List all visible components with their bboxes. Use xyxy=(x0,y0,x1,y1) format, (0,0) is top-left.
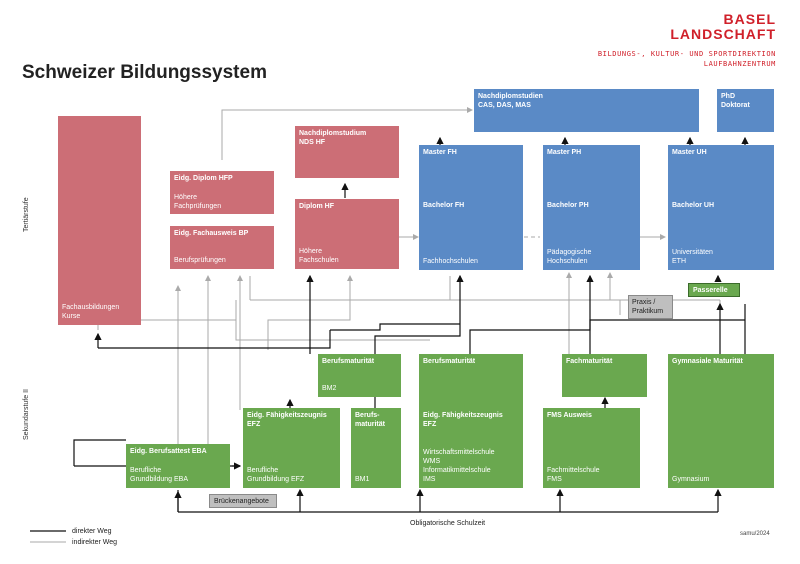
praxis-line2: Praktikum xyxy=(632,308,664,315)
ph-sub2: Hochschulen xyxy=(547,258,588,265)
nachdiplomstudien-title1: Nachdiplomstudien xyxy=(478,93,543,100)
diplom-hfp-box: Eidg. Diplom HFP Höhere Fachprüfungen xyxy=(170,171,274,214)
uh-sub1: Universitäten xyxy=(672,249,713,256)
master-uh: Master UH xyxy=(672,149,707,156)
fachausweis-bp-title: Eidg. Fachausweis BP xyxy=(174,230,249,237)
eba-title: Eidg. Berufsattest EBA xyxy=(130,448,207,455)
gymnasiale-box: Gymnasiale Maturität Gymnasium xyxy=(668,354,774,488)
efz-title2: EFZ xyxy=(247,421,261,428)
efz-wms-title2: EFZ xyxy=(423,421,437,428)
department-line1: BILDUNGS-, KULTUR- UND SPORTDIREKTION xyxy=(597,50,776,58)
ph-sub1: Pädagogische xyxy=(547,249,592,256)
phd-title2: Doktorat xyxy=(721,102,750,109)
efz-wms-sub3: Informatikmittelschule xyxy=(423,467,491,474)
fachausweis-bp-sub: Berufsprüfungen xyxy=(174,257,226,264)
diplom-hf-sub2: Fachschulen xyxy=(299,257,339,264)
legend-direct: direkter Weg xyxy=(72,528,112,535)
logo: BASEL LANDSCHAFT xyxy=(670,12,776,42)
nachdiplomstudien-title2: CAS, DAS, MAS xyxy=(478,102,531,109)
nachdiplomstudien-box: Nachdiplomstudien CAS, DAS, MAS xyxy=(474,89,699,132)
praxis-line1: Praxis / xyxy=(632,299,656,306)
diplom-hfp-title: Eidg. Diplom HFP xyxy=(174,175,233,182)
nds-hf-box: Nachdiplomstudium NDS HF xyxy=(295,126,399,178)
fachausbildungen-line2: Kurse xyxy=(62,313,81,320)
efz-wms-sub4: IMS xyxy=(423,476,436,483)
logo-line1: BASEL xyxy=(723,11,776,27)
efz-wms-sub2: WMS xyxy=(423,458,441,465)
department: BILDUNGS-, KULTUR- UND SPORTDIREKTION LA… xyxy=(598,49,776,69)
efz-sub1: Berufliche xyxy=(247,467,279,474)
eba-sub2: Grundbildung EBA xyxy=(130,476,188,483)
passerelle-label: Passerelle xyxy=(693,287,728,294)
fachausweis-bp-box: Eidg. Fachausweis BP Berufsprüfungen xyxy=(170,226,274,269)
diplom-hf-title: Diplom HF xyxy=(299,203,334,210)
logo-line2: LANDSCHAFT xyxy=(670,26,776,42)
side-label-tertiary: Tertiärstufe xyxy=(23,197,30,232)
bm1-box: Berufs- maturität BM1 xyxy=(351,408,401,488)
fh-box: Master FH Bachelor FH Fachhochschulen xyxy=(419,145,523,270)
bm2-box: Berufsmaturität BM2 xyxy=(318,354,401,397)
brueckenangebote-label: Brückenangebote xyxy=(214,498,269,505)
ph-box: Master PH Bachelor PH Pädagogische Hochs… xyxy=(543,145,640,270)
diplom-hfp-sub2: Fachprüfungen xyxy=(174,203,222,210)
side-label-secondary: Sekundarstufe II xyxy=(23,389,30,440)
page-title: Schweizer Bildungssystem xyxy=(22,62,267,83)
fh-sub: Fachhochschulen xyxy=(423,258,478,265)
phd-box: PhD Doktorat xyxy=(717,89,774,132)
fachmaturitaet-box: Fachmaturität xyxy=(562,354,647,397)
department-line2: LAUFBAHNZENTRUM xyxy=(703,60,776,68)
efz-wms-sub1: Wirtschaftsmittelschule xyxy=(423,449,495,456)
eba-sub1: Berufliche xyxy=(130,467,162,474)
diplom-hf-sub1: Höhere xyxy=(299,248,322,255)
uh-box: Master UH Bachelor UH Universitäten ETH xyxy=(668,145,774,270)
uh-sub2: ETH xyxy=(672,258,686,265)
gymnasiale-title: Gymnasiale Maturität xyxy=(672,358,743,365)
phd-title1: PhD xyxy=(721,93,735,100)
fachmaturitaet-title: Fachmaturität xyxy=(566,358,613,365)
bachelor-ph: Bachelor PH xyxy=(547,202,589,209)
efz-box: Eidg. Fähigkeitszeugnis EFZ Berufliche G… xyxy=(243,408,340,488)
fachausbildungen-box: Fachausbildungen Kurse xyxy=(58,116,141,325)
nds-hf-title2: NDS HF xyxy=(299,139,326,146)
wms-box: Berufsmaturität Eidg. Fähigkeitszeugnis … xyxy=(419,354,523,488)
bm1-title1: Berufs- xyxy=(355,412,380,419)
fachausbildungen-line1: Fachausbildungen xyxy=(62,304,120,311)
gymnasiale-sub: Gymnasium xyxy=(672,476,710,483)
efz-wms-title1: Eidg. Fähigkeitszeugnis xyxy=(423,412,503,419)
fms-sub2: FMS xyxy=(547,476,562,483)
nds-hf-title1: Nachdiplomstudium xyxy=(299,130,367,137)
passerelle-box: Passerelle xyxy=(688,283,740,297)
brueckenangebote-box: Brückenangebote xyxy=(209,494,277,508)
fms-title: FMS Ausweis xyxy=(547,412,592,419)
praxis-box: Praxis / Praktikum xyxy=(628,295,673,319)
efz-sub2: Grundbildung EFZ xyxy=(247,476,305,483)
obligatorische-schulzeit: Obligatorische Schulzeit xyxy=(410,520,486,527)
master-fh: Master FH xyxy=(423,149,457,156)
fms-box: FMS Ausweis Fachmittelschule FMS xyxy=(543,408,640,488)
diplom-hfp-sub1: Höhere xyxy=(174,194,197,201)
master-ph: Master PH xyxy=(547,149,582,156)
bachelor-uh: Bachelor UH xyxy=(672,202,715,209)
diplom-hf-box: Diplom HF Höhere Fachschulen xyxy=(295,199,399,269)
efz-title1: Eidg. Fähigkeitszeugnis xyxy=(247,412,327,419)
credit: samu/2024 xyxy=(740,531,770,537)
legend-indirect: indirekter Weg xyxy=(72,539,118,546)
eba-box: Eidg. Berufsattest EBA Berufliche Grundb… xyxy=(126,444,230,488)
berufsmaturitaet-wms-title: Berufsmaturität xyxy=(423,358,476,365)
bm2-sub: BM2 xyxy=(322,385,337,392)
fms-sub1: Fachmittelschule xyxy=(547,467,600,474)
bm1-sub: BM1 xyxy=(355,476,370,483)
bm1-title2: maturität xyxy=(355,421,385,428)
bachelor-fh: Bachelor FH xyxy=(423,202,465,209)
bm2-title: Berufsmaturität xyxy=(322,358,375,365)
